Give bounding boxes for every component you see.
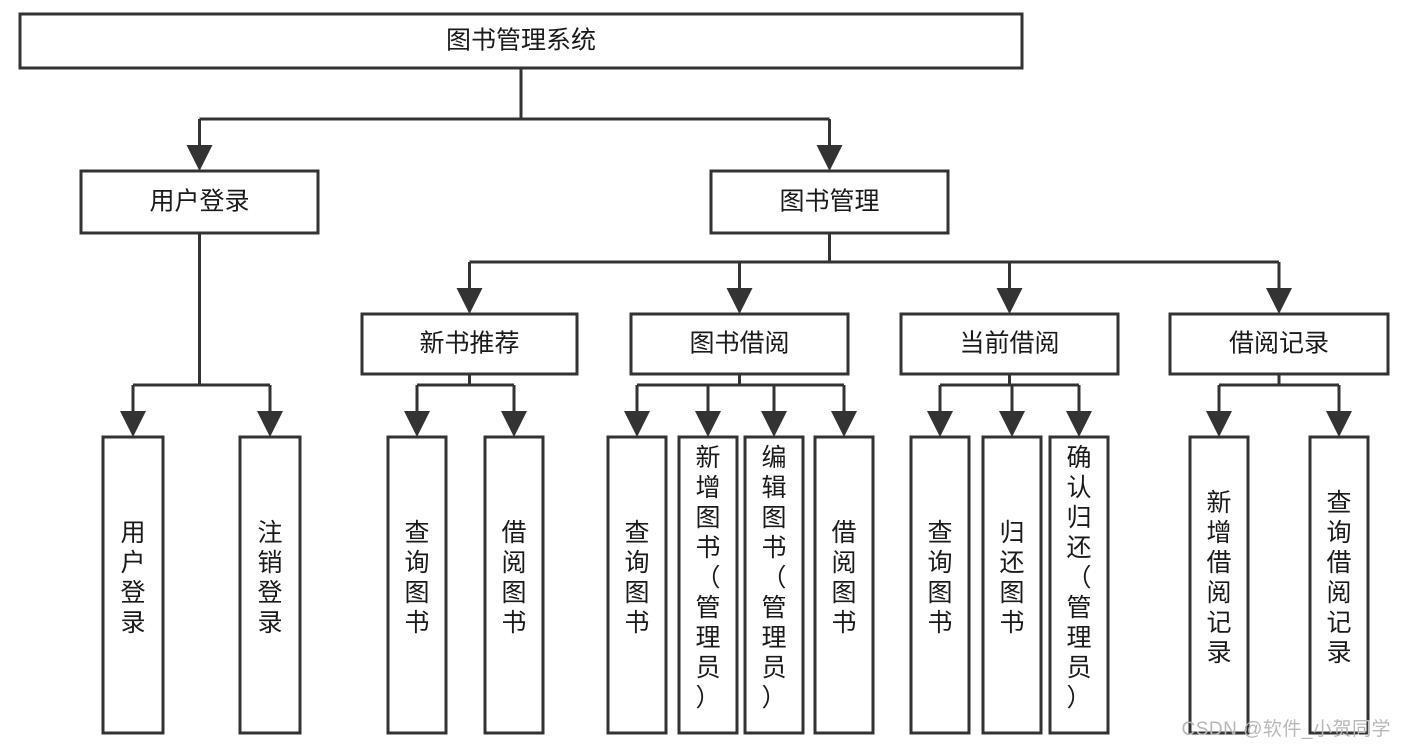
node-label: 新增图书（管理员）	[695, 444, 720, 712]
edge-group-current-borrow	[927, 374, 1092, 437]
node-box	[899, 312, 1120, 376]
watermark-text: CSDN @软件_小贺同学	[1181, 719, 1391, 740]
node-label: 查询图书	[927, 519, 952, 637]
node-box	[1048, 435, 1110, 735]
node-box	[981, 435, 1043, 735]
node-label: 新书推荐	[419, 330, 519, 358]
arrow-head-icon	[404, 411, 430, 437]
node-leaf-borrow-book-1[interactable]: 借阅图书	[483, 435, 545, 735]
node-leaf-add-record[interactable]: 新增借阅记录	[1188, 435, 1250, 735]
arrow-head-icon	[1206, 411, 1232, 437]
node-box	[1308, 435, 1370, 735]
node-leaf-return-book[interactable]: 归还图书	[981, 435, 1043, 735]
node-label: 编辑图书（管理员）	[761, 444, 786, 712]
arrow-head-icon	[624, 411, 650, 437]
arrow-head-icon	[257, 411, 283, 437]
node-label: 新增借阅记录	[1206, 489, 1231, 667]
arrow-head-icon	[1066, 411, 1092, 437]
node-label: 查询借阅记录	[1326, 489, 1351, 667]
node-box	[18, 12, 1024, 70]
edge-group-root	[186, 68, 843, 171]
arrow-head-icon	[996, 288, 1023, 314]
node-label: 查询图书	[404, 519, 429, 637]
node-book-borrow[interactable]: 图书借阅	[629, 312, 850, 376]
arrow-head-icon	[695, 411, 721, 437]
node-label: 借阅图书	[831, 519, 856, 637]
node-leaf-add-book[interactable]: 新增图书（管理员）	[677, 435, 739, 735]
node-label: 查询图书	[624, 519, 649, 637]
arrow-head-icon	[816, 145, 843, 171]
node-user-login[interactable]: 用户登录	[79, 169, 320, 235]
node-label: 图书管理系统	[446, 27, 596, 55]
node-leaf-user-logout[interactable]: 注销登录	[238, 435, 302, 735]
edge-group-book-borrow	[624, 374, 857, 437]
node-leaf-query-book-2[interactable]: 查询图书	[606, 435, 668, 735]
node-new-book-rec[interactable]: 新书推荐	[360, 312, 579, 376]
nodes-layer: 图书管理系统用户登录图书管理新书推荐图书借阅当前借阅借阅记录用户登录注销登录查询…	[18, 12, 1390, 735]
arrow-head-icon	[501, 411, 527, 437]
edge-group-borrow-record	[1206, 374, 1352, 437]
node-box	[709, 169, 950, 235]
node-leaf-query-book-1[interactable]: 查询图书	[386, 435, 448, 735]
node-label: 借阅记录	[1229, 330, 1329, 358]
node-book-manage[interactable]: 图书管理	[709, 169, 950, 235]
arrow-head-icon	[927, 411, 953, 437]
node-box	[238, 435, 302, 735]
edge-group-book-manage	[456, 233, 1292, 314]
node-leaf-borrow-book-2[interactable]: 借阅图书	[813, 435, 875, 735]
node-box	[629, 312, 850, 376]
node-box	[79, 169, 320, 235]
node-box	[743, 435, 805, 735]
node-current-borrow[interactable]: 当前借阅	[899, 312, 1120, 376]
node-borrow-record[interactable]: 借阅记录	[1168, 312, 1390, 376]
node-root[interactable]: 图书管理系统	[18, 12, 1024, 70]
node-leaf-user-login[interactable]: 用户登录	[101, 435, 165, 735]
edges-layer	[120, 68, 1352, 437]
node-box	[909, 435, 971, 735]
node-label: 用户登录	[149, 188, 249, 216]
arrow-head-icon	[761, 411, 787, 437]
node-label: 借阅图书	[501, 519, 526, 637]
arrow-head-icon	[999, 411, 1025, 437]
arrow-head-icon	[120, 411, 146, 437]
node-label: 归还图书	[999, 519, 1024, 637]
node-label: 用户登录	[120, 519, 145, 637]
node-label: 确认归还（管理员）	[1066, 444, 1091, 712]
node-box	[677, 435, 739, 735]
node-box	[813, 435, 875, 735]
node-box	[360, 312, 579, 376]
arrow-head-icon	[186, 145, 213, 171]
arrow-head-icon	[1266, 288, 1292, 314]
arrow-head-icon	[456, 288, 483, 314]
node-leaf-edit-book[interactable]: 编辑图书（管理员）	[743, 435, 805, 735]
arrow-head-icon	[726, 288, 753, 314]
node-leaf-query-record[interactable]: 查询借阅记录	[1308, 435, 1370, 735]
arrow-head-icon	[831, 411, 857, 437]
node-label: 当前借阅	[959, 330, 1059, 358]
edge-group-user-login	[120, 233, 283, 437]
node-leaf-query-book-3[interactable]: 查询图书	[909, 435, 971, 735]
edge-group-new-book-rec	[404, 374, 527, 437]
node-box	[606, 435, 668, 735]
node-label: 图书管理	[779, 188, 879, 216]
node-box	[1168, 312, 1390, 376]
node-label: 图书借阅	[689, 330, 789, 358]
arrow-head-icon	[1326, 411, 1352, 437]
node-box	[101, 435, 165, 735]
node-leaf-confirm-return[interactable]: 确认归还（管理员）	[1048, 435, 1110, 735]
node-box	[386, 435, 448, 735]
node-box	[1188, 435, 1250, 735]
node-label: 注销登录	[257, 519, 282, 637]
node-box	[483, 435, 545, 735]
